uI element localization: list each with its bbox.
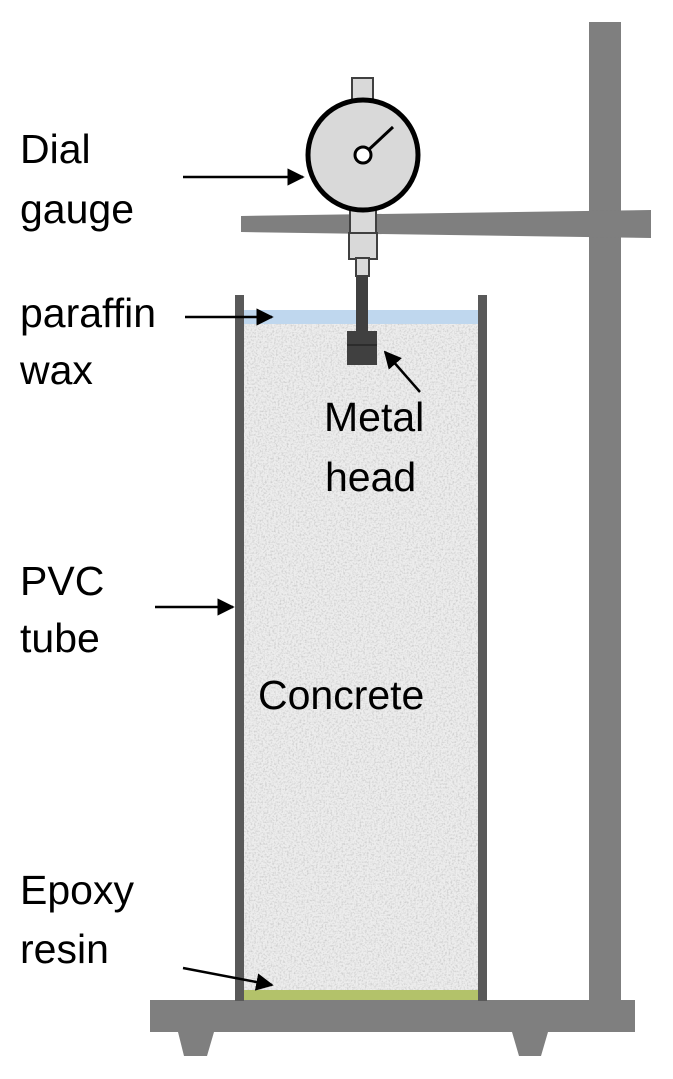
stand-foot-left [178, 1032, 214, 1056]
gauge-stem-lower [348, 232, 378, 260]
stand-foot-right [512, 1032, 548, 1056]
label-metal-head-line2: head [325, 454, 416, 500]
arrow-epoxy-resin [182, 966, 274, 991]
stand-base [150, 1000, 635, 1032]
epoxy-resin-layer [244, 990, 478, 1000]
label-dial-gauge-line1: Dial [20, 126, 91, 172]
label-metal-head-line1: Metal [324, 394, 424, 440]
pvc-tube-wall-left [235, 295, 244, 1001]
pvc-tube-wall-right [478, 295, 487, 1001]
metal-head [347, 331, 377, 365]
dial-gauge-pivot [353, 145, 373, 165]
label-epoxy-resin-line1: Epoxy [20, 867, 134, 913]
label-pvc-tube-line2: tube [20, 615, 100, 661]
stand-arm [241, 210, 651, 238]
label-dial-gauge-line2: gauge [20, 186, 134, 232]
stand-pole [589, 22, 621, 1002]
gauge-stem-tip [355, 257, 370, 277]
probe-rod [356, 276, 368, 332]
label-pvc-tube-line1: PVC [20, 558, 104, 604]
label-paraffin-wax-line1: paraffin [20, 290, 156, 336]
label-epoxy-resin-line2: resin [20, 926, 109, 972]
label-concrete: Concrete [258, 672, 424, 718]
arrow-metal-head [383, 350, 421, 393]
label-paraffin-wax-line2: wax [19, 347, 93, 393]
concrete-texture [244, 322, 478, 992]
